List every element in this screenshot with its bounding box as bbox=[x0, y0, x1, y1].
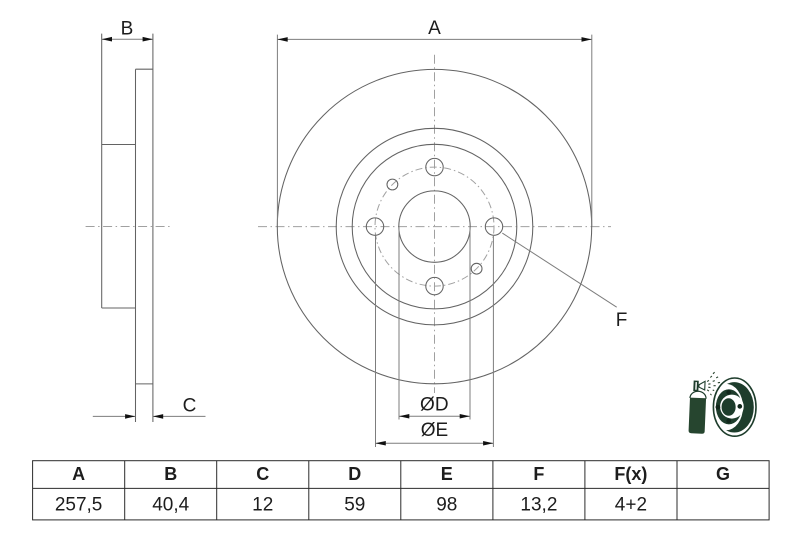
svg-text:ØE: ØE bbox=[421, 420, 448, 441]
svg-text:40,4: 40,4 bbox=[152, 494, 189, 515]
svg-text:G: G bbox=[716, 464, 730, 484]
svg-text:ØD: ØD bbox=[420, 395, 449, 416]
svg-text:C: C bbox=[183, 396, 197, 417]
svg-text:C: C bbox=[256, 464, 269, 484]
svg-text:E: E bbox=[441, 464, 453, 484]
svg-text:B: B bbox=[121, 18, 134, 39]
svg-text:13,2: 13,2 bbox=[520, 494, 557, 515]
svg-text:F: F bbox=[616, 310, 628, 331]
svg-text:59: 59 bbox=[344, 494, 365, 515]
svg-text:F: F bbox=[533, 464, 544, 484]
svg-text:B: B bbox=[164, 464, 177, 484]
svg-text:98: 98 bbox=[436, 494, 457, 515]
svg-text:A: A bbox=[72, 464, 85, 484]
svg-text:12: 12 bbox=[252, 494, 273, 515]
svg-text:F(x): F(x) bbox=[614, 464, 647, 484]
svg-text:4+2: 4+2 bbox=[615, 494, 647, 515]
svg-text:D: D bbox=[348, 464, 361, 484]
svg-text:A: A bbox=[428, 18, 441, 39]
svg-text:257,5: 257,5 bbox=[55, 494, 103, 515]
